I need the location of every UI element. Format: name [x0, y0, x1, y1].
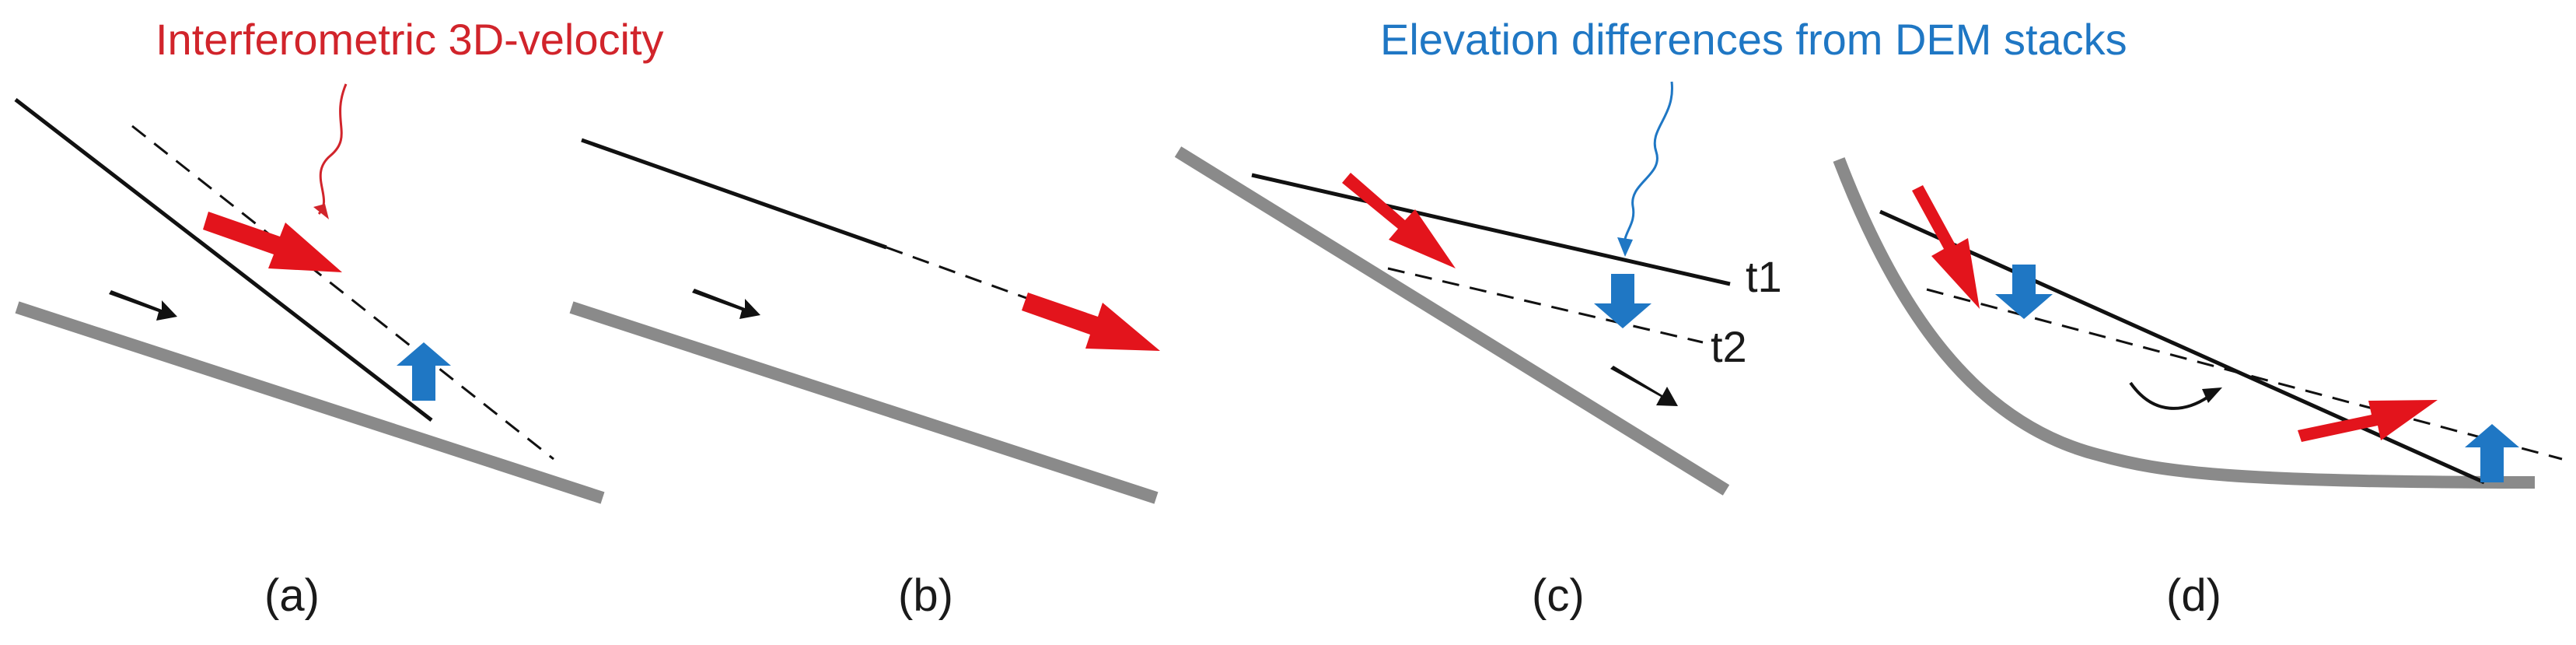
interferometric-label: Interferometric 3D-velocity	[156, 15, 664, 64]
time-label-t2: t2	[1711, 322, 1747, 371]
ground-surface	[15, 301, 605, 504]
panel-label-b: (b)	[898, 570, 953, 621]
flow-arrow-icon	[1610, 366, 1678, 406]
subsidence-arrow-icon	[1594, 274, 1652, 328]
elevation-label: Elevation differences from DEM stacks	[1380, 15, 2127, 64]
displaced-surface-line	[1926, 288, 2563, 461]
uplift-arrow-icon	[397, 342, 451, 401]
rotation-arrow-curve	[2129, 381, 2210, 410]
velocity-arrow-icon	[2298, 400, 2438, 442]
panel-d	[1833, 157, 2563, 489]
surface-line	[14, 98, 433, 422]
flow-arrow-icon	[692, 289, 760, 319]
rotation-arrow-icon	[2202, 387, 2222, 403]
interferometric-leader-line	[317, 83, 348, 216]
velocity-arrow-icon	[1912, 185, 1980, 309]
panel-label-a: (a)	[264, 570, 320, 621]
leader-arrowhead	[313, 204, 329, 219]
panel-label-d: (d)	[2166, 570, 2221, 621]
surface-line	[581, 138, 887, 250]
subsidence-arrow-icon	[1995, 265, 2053, 319]
leader-arrowhead	[1617, 237, 1633, 257]
velocity-arrow-icon	[1022, 293, 1160, 351]
ground-surface	[1174, 146, 1730, 496]
velocity-arrow-icon	[203, 212, 342, 272]
displaced-surface-line	[131, 124, 554, 461]
surface-line-t1	[1251, 173, 1731, 286]
panel-a	[14, 83, 605, 504]
panel-c: t1 t2	[1174, 81, 1782, 496]
ground-surface	[569, 301, 1159, 504]
uplift-arrow-icon	[2465, 424, 2519, 482]
velocity-arrow-icon	[1342, 173, 1456, 268]
displaced-surface-line	[886, 246, 1027, 300]
elevation-leader-line	[1623, 81, 1673, 250]
panel-label-c: (c)	[1532, 570, 1585, 621]
time-label-t1: t1	[1746, 252, 1782, 301]
flow-arrow-icon	[109, 290, 177, 321]
panel-b	[569, 138, 1160, 504]
curved-slip-surface	[1833, 157, 2536, 489]
surface-line	[1879, 209, 2486, 485]
